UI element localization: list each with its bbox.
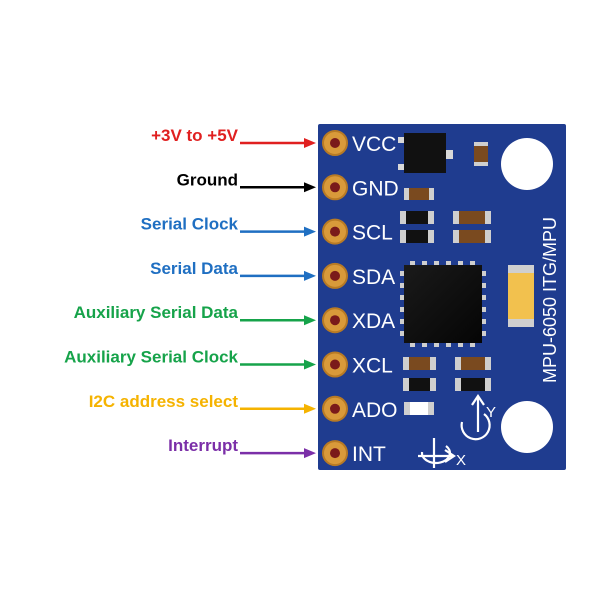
arrow-head-icon <box>304 226 316 237</box>
pin-row-int: INT Interrupt <box>168 436 386 467</box>
pin-description: +3V to +5V <box>151 126 239 145</box>
chip-lead <box>482 331 486 336</box>
smd-component <box>474 142 488 166</box>
chip-lead <box>422 343 427 347</box>
pin-row-ado: ADO I2C address select <box>89 392 398 422</box>
chip-lead <box>434 261 439 265</box>
pin-label: VCC <box>352 133 396 156</box>
chip-lead <box>482 307 486 312</box>
chip-lead <box>482 271 486 276</box>
pin-hole <box>330 315 340 326</box>
pin-label: SDA <box>352 266 395 289</box>
pin-description: Auxiliary Serial Data <box>74 303 239 322</box>
pin-description: Interrupt <box>168 436 238 455</box>
pin-hole <box>330 403 340 414</box>
pin-description: I2C address select <box>89 392 239 411</box>
pin-hole <box>330 226 340 237</box>
chip-lead <box>400 331 404 336</box>
pin-description: Serial Data <box>150 259 238 278</box>
pin-hole <box>330 138 340 148</box>
arrow-head-icon <box>304 182 316 193</box>
arrow-head-icon <box>304 270 316 281</box>
chip-lead <box>400 307 404 312</box>
arrow-head-icon <box>304 138 316 148</box>
chip-lead <box>422 261 427 265</box>
chip-lead <box>482 283 486 288</box>
pin-hole <box>330 359 340 370</box>
pin-row-sda: SDA Serial Data <box>150 259 395 289</box>
axis-y-label: Y <box>486 404 496 421</box>
pin-hole <box>330 448 340 459</box>
chip-lead <box>470 261 475 265</box>
chip-lead <box>470 343 475 347</box>
pin-row-scl: SCL Serial Clock <box>141 215 393 245</box>
pin-label: SCL <box>352 222 393 245</box>
chip-lead <box>410 343 415 347</box>
chip-lead <box>400 283 404 288</box>
x-axis-rotation-icon <box>418 438 456 468</box>
pin-row-xda: XDA Auxiliary Serial Data <box>74 303 395 334</box>
axis-x-label: X <box>456 452 466 469</box>
chip-lead <box>458 343 463 347</box>
y-axis-rotation-icon <box>460 394 491 441</box>
arrow-head-icon <box>304 315 316 326</box>
chip-lead <box>400 271 404 276</box>
pin-label: XCL <box>352 355 393 378</box>
pin-hole <box>330 182 340 193</box>
pin-label: XDA <box>352 310 395 333</box>
pin-row-xcl: XCL Auxiliary Serial Clock <box>64 348 393 378</box>
pin-label: GND <box>352 177 399 200</box>
mounting-hole-bottom <box>501 401 553 453</box>
pin-description: Serial Clock <box>141 215 239 234</box>
mpu6050-board: MPU-6050 ITG/MPU Y X <box>318 124 566 470</box>
pin-description: Auxiliary Serial Clock <box>64 348 238 367</box>
chip-lead <box>434 343 439 347</box>
voltage-regulator <box>398 133 453 173</box>
chip-lead <box>400 295 404 300</box>
chip-lead <box>446 261 451 265</box>
pin-row-gnd: GND Ground <box>177 170 399 201</box>
chip-lead <box>410 261 415 265</box>
smd-parts <box>400 188 491 415</box>
chip-lead <box>482 319 486 324</box>
mounting-hole-top <box>501 138 553 190</box>
pin-label: ADO <box>352 399 398 422</box>
arrow-head-icon <box>304 403 316 414</box>
imu-chip <box>400 261 486 347</box>
capacitor <box>508 265 534 327</box>
arrow-head-icon <box>304 448 316 459</box>
board-name: MPU-6050 ITG/MPU <box>540 217 560 383</box>
chip-lead <box>458 261 463 265</box>
arrow-head-icon <box>304 359 316 370</box>
chip-lead <box>446 343 451 347</box>
pin-row-vcc: VCC +3V to +5V <box>151 126 396 156</box>
pin-hole <box>330 270 340 281</box>
chip-lead <box>400 319 404 324</box>
pin-description: Ground <box>177 170 238 189</box>
pin-label: INT <box>352 443 386 466</box>
chip-lead <box>482 295 486 300</box>
